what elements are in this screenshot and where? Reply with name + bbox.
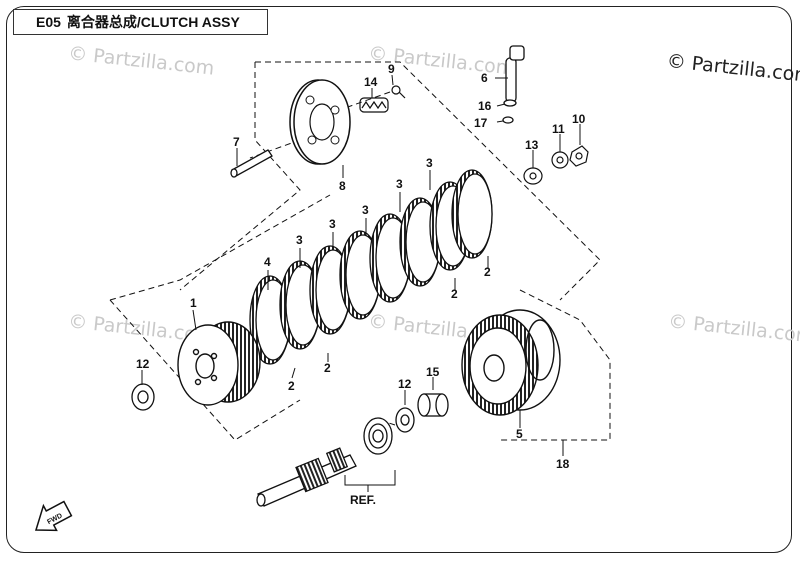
callout-3: 3: [362, 203, 369, 217]
callout-17: 17: [474, 116, 488, 130]
diagram-frame: [6, 6, 792, 553]
ref-bracket: [344, 470, 396, 492]
release-shaft: [502, 45, 525, 124]
nut-10: [569, 145, 589, 167]
callout-2: 2: [484, 265, 491, 279]
callout-3: 3: [329, 217, 336, 231]
callouts: 1 2 2 2 2 3 3 3 3 3 4 5 6 7 8 9 10 11 12…: [136, 62, 586, 471]
callout-6: 6: [481, 71, 488, 85]
bushing: [417, 393, 449, 417]
callout-4: 4: [264, 255, 271, 269]
callout-14: 14: [364, 75, 378, 89]
main-shaft: [256, 447, 357, 507]
callout-8: 8: [339, 179, 346, 193]
washer-11: [551, 151, 569, 169]
title-box: E05 离合器总成/CLUTCH ASSY: [13, 9, 268, 35]
clutch-plate-stack: [249, 169, 493, 365]
clutch-spring: [359, 97, 389, 113]
callout-10: 10: [572, 112, 586, 126]
callout-2: 2: [324, 361, 331, 375]
clutch-hub: [177, 321, 261, 406]
callout-3: 3: [296, 233, 303, 247]
page-title: 离合器总成/CLUTCH ASSY: [66, 14, 240, 30]
clutch-housing: [461, 309, 561, 416]
leader-lines: [141, 74, 581, 456]
callout-12: 12: [136, 357, 150, 371]
callout-2: 2: [288, 379, 295, 393]
callout-18: 18: [556, 457, 570, 471]
callout-5: 5: [516, 427, 523, 441]
washer-13: [523, 167, 543, 185]
callout-11: 11: [552, 122, 565, 136]
callout-16: 16: [478, 99, 492, 113]
callout-9: 9: [388, 62, 395, 76]
washer-12-right: [395, 407, 415, 433]
bearing: [363, 417, 393, 455]
plate: [249, 169, 493, 365]
callout-12: 12: [398, 377, 412, 391]
bolt: [391, 85, 406, 99]
callout-15: 15: [426, 365, 440, 379]
callout-7: 7: [233, 135, 240, 149]
callout-13: 13: [525, 138, 539, 152]
fwd-arrow-icon: FWD: [34, 500, 73, 532]
pressure-plate: [289, 79, 351, 165]
ref-label: REF.: [350, 493, 376, 507]
callout-2: 2: [451, 287, 458, 301]
callout-3: 3: [396, 177, 403, 191]
callout-3: 3: [426, 156, 433, 170]
section-code: E05: [36, 14, 61, 30]
washer-12-left: [131, 383, 155, 411]
push-rod: [230, 149, 273, 178]
callout-1: 1: [190, 296, 197, 310]
